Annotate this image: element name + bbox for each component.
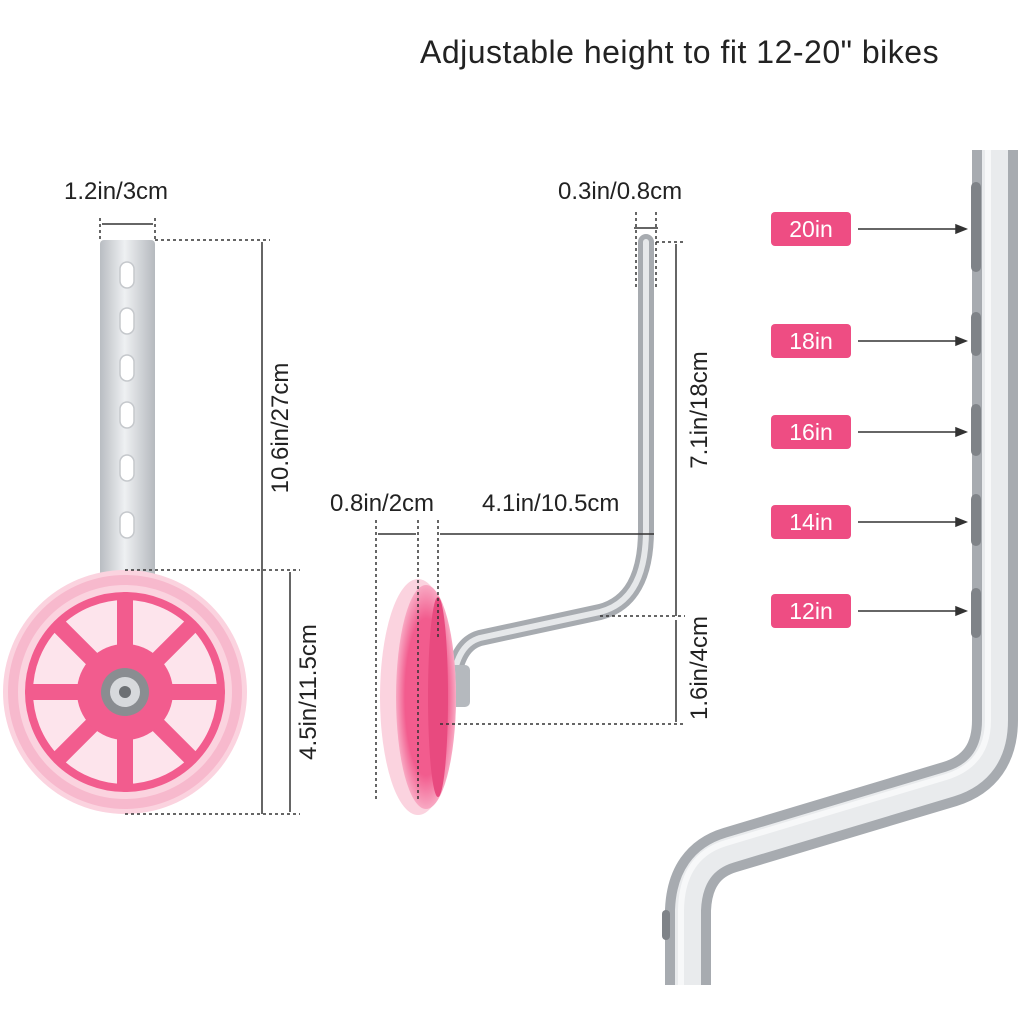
- height-badge-label: 20in: [789, 215, 833, 242]
- side-view-wheel: [380, 579, 456, 815]
- height-pointer-arrows: [858, 223, 969, 617]
- front-view-dimension-lines: [99, 218, 300, 815]
- front-view-bracket: [100, 240, 155, 580]
- height-badge-label: 14in: [789, 508, 833, 535]
- side-view-arm: [440, 234, 654, 707]
- height-badge-label: 18in: [789, 327, 833, 354]
- height-badge-18in: 18in: [771, 324, 851, 358]
- adjustable-bar: [662, 150, 1018, 985]
- front-view-wheel: [3, 570, 247, 814]
- arm-height-label: 7.1in/18cm: [686, 351, 713, 469]
- bracket-width-label: 1.2in/3cm: [64, 178, 169, 205]
- height-badge-20in: 20in: [771, 212, 851, 246]
- arm-offset-label: 4.1in/10.5cm: [482, 490, 620, 517]
- wheel-width-label: 0.8in/2cm: [330, 490, 435, 517]
- height-badge-label: 16in: [789, 418, 833, 445]
- height-badge-14in: 14in: [771, 505, 851, 539]
- headline: Adjustable height to fit 12-20" bikes: [420, 34, 940, 70]
- bar-thickness-label: 0.3in/0.8cm: [558, 178, 683, 205]
- height-badge-label: 12in: [789, 597, 833, 624]
- height-badge-12in: 12in: [771, 594, 851, 628]
- wheel-diameter-label: 4.5in/11.5cm: [295, 624, 322, 760]
- axle-drop-label: 1.6in/4cm: [686, 615, 713, 721]
- total-height-label: 10.6in/27cm: [267, 362, 294, 494]
- height-badge-16in: 16in: [771, 415, 851, 449]
- side-view-dimension-lines: [375, 212, 685, 800]
